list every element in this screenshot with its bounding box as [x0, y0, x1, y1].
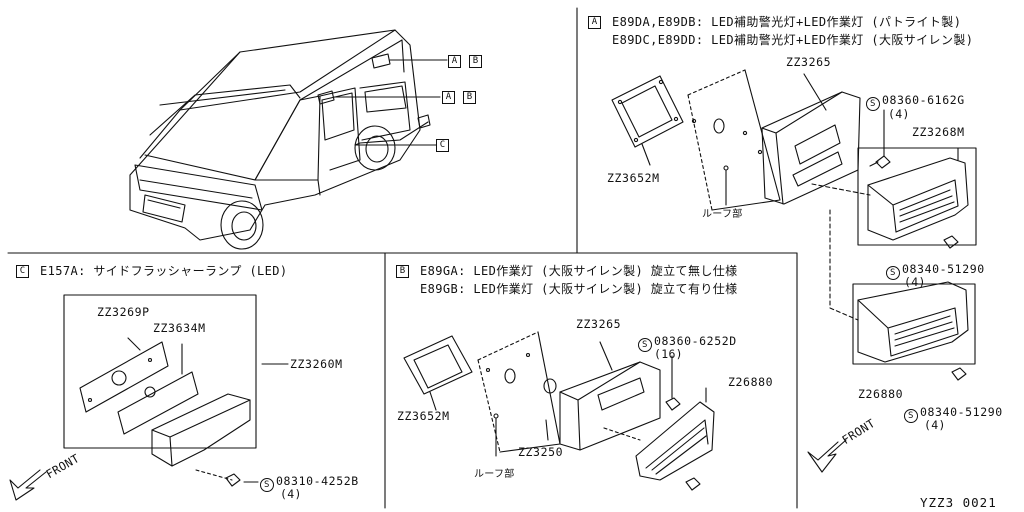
- section-b-line1: E89GA: LED作業灯 (大阪サイレン製) 旋立て無し仕様: [420, 264, 738, 278]
- roof-label-a: ルーフ部: [702, 209, 743, 220]
- part-label-zz3265-b: ZZ3265: [576, 317, 622, 331]
- part-label-zz3652m-a: ZZ3652M: [607, 171, 660, 185]
- section-a-artwork: [611, 69, 977, 473]
- section-b-line2: E89GB: LED作業灯 (大阪サイレン製) 旋立て有り仕様: [420, 282, 738, 296]
- roof-label-b: ルーフ部: [474, 469, 515, 480]
- bolt-number: 08340-51290: [920, 405, 1003, 419]
- bolt-number: 08340-51290: [902, 262, 985, 276]
- section-dividers: [7, 7, 798, 509]
- section-a-tag: A: [588, 16, 601, 29]
- callout-a-upper[interactable]: A: [448, 55, 461, 68]
- bolt-number: 08360-6162G: [882, 93, 965, 107]
- part-label-z26880-b: Z26880: [728, 375, 774, 389]
- section-c-line1: E157A: サイドフラッシャーランプ (LED): [40, 264, 288, 278]
- standard-part-symbol: S: [904, 409, 918, 423]
- part-label-zz3265-a: ZZ3265: [786, 55, 832, 69]
- part-label-zz3652m-b: ZZ3652M: [397, 409, 450, 423]
- part-label-zz3250: ZZ3250: [518, 445, 564, 459]
- bolt-qty-c: (4): [280, 487, 302, 501]
- bolt-number: 08310-4252B: [276, 474, 359, 488]
- bolt-qty-a1: (4): [888, 107, 910, 121]
- callout-a-middle[interactable]: A: [442, 91, 455, 104]
- callout-b-upper[interactable]: B: [469, 55, 482, 68]
- bolt-qty-b: (16): [654, 347, 683, 361]
- standard-part-symbol: S: [638, 338, 652, 352]
- section-b-artwork: [403, 331, 715, 491]
- part-label-zz3268m: ZZ3268M: [912, 125, 965, 139]
- section-a-line2: E89DC,E89DD: LED補助警光灯+LED作業灯 (大阪サイレン製): [612, 33, 974, 47]
- standard-part-symbol: S: [886, 266, 900, 280]
- standard-part-symbol: S: [866, 97, 880, 111]
- bolt-qty-a2: (4): [904, 275, 926, 289]
- section-a-line1: E89DA,E89DB: LED補助警光灯+LED作業灯 (パトライト製): [612, 15, 962, 29]
- callout-c-side[interactable]: C: [436, 139, 449, 152]
- van-illustration: [129, 29, 448, 250]
- callout-b-middle[interactable]: B: [463, 91, 476, 104]
- section-c-tag: C: [16, 265, 29, 278]
- bolt-number: 08360-6252D: [654, 334, 737, 348]
- diagram-code: YZZ3 0021: [920, 495, 997, 510]
- section-c-artwork: [9, 294, 289, 501]
- section-b-tag: B: [396, 265, 409, 278]
- part-label-zz3260m: ZZ3260M: [290, 357, 343, 371]
- bolt-qty-a3: (4): [924, 418, 946, 432]
- standard-part-symbol: S: [260, 478, 274, 492]
- part-label-zz3634m: ZZ3634M: [153, 321, 206, 335]
- part-label-z26880-a: Z26880: [858, 387, 904, 401]
- part-label-zz3269p: ZZ3269P: [97, 305, 150, 319]
